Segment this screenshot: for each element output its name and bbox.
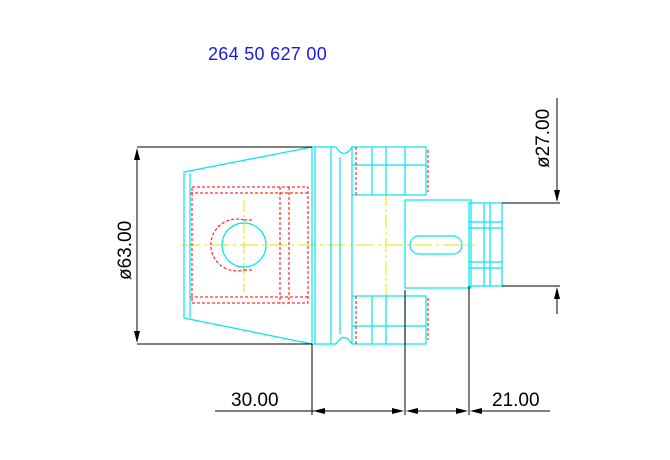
dim-text-d63: ø63.00 xyxy=(115,221,136,280)
shaft-end xyxy=(468,202,503,287)
arrow-21-right xyxy=(470,408,482,414)
collar-lower xyxy=(351,295,427,345)
dim-text-d27: ø27.00 xyxy=(533,109,554,168)
dimensions xyxy=(136,98,560,415)
hidden-lines xyxy=(190,147,429,344)
shaft xyxy=(404,199,472,289)
cross-bore-circle xyxy=(221,222,267,268)
arrowheads xyxy=(134,148,560,414)
internal-bore xyxy=(191,186,309,304)
arrow-d27-top xyxy=(554,190,560,202)
groove-top xyxy=(335,146,353,155)
arrow-mid-left xyxy=(392,408,404,414)
part-number: 264 50 627 00 xyxy=(208,44,328,64)
arrow-d63-bottom xyxy=(134,331,140,343)
arrow-d27-bottom xyxy=(554,287,560,299)
keyway-slot xyxy=(409,235,463,255)
arrow-d63-top xyxy=(134,148,140,160)
cross-bore-hidden xyxy=(210,218,245,272)
arrow-mid-right xyxy=(406,408,418,414)
arrow-30-right xyxy=(313,408,325,414)
dim-text-21: 21.00 xyxy=(492,390,540,411)
collar-upper xyxy=(351,146,427,196)
dim-text-30: 30.00 xyxy=(231,390,279,411)
arrow-21-left xyxy=(456,408,468,414)
groove-bottom xyxy=(335,336,353,345)
centerlines xyxy=(182,146,475,345)
